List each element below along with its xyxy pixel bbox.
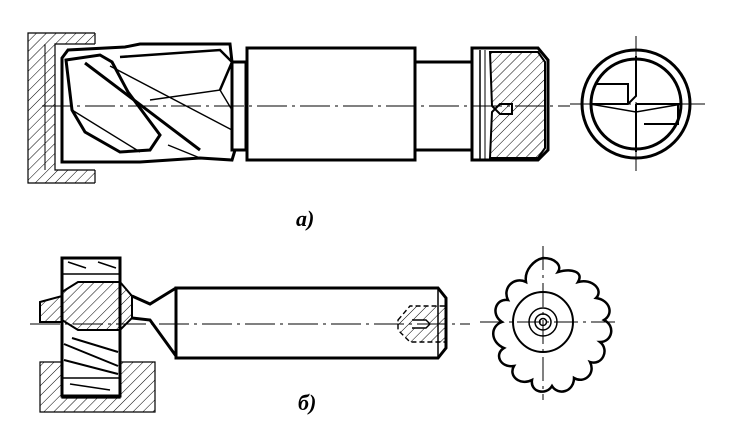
cutter-head-a: [60, 42, 237, 164]
figure-caption-b: б): [298, 390, 317, 415]
figure-caption-a: а): [296, 206, 315, 231]
shank-b: [174, 286, 448, 360]
workpiece-a: [27, 32, 96, 184]
figure-a-end-mill: [27, 32, 706, 184]
end-view-b: [480, 246, 620, 400]
cutter-head-b: [39, 256, 133, 398]
end-view-a: [570, 36, 706, 174]
neck-b: [131, 286, 178, 357]
reduced-neck-a: [415, 60, 472, 152]
threaded-end-a: [470, 46, 550, 162]
shank-a: [245, 46, 417, 162]
figure-b-t-slot-cutter: [30, 246, 620, 413]
